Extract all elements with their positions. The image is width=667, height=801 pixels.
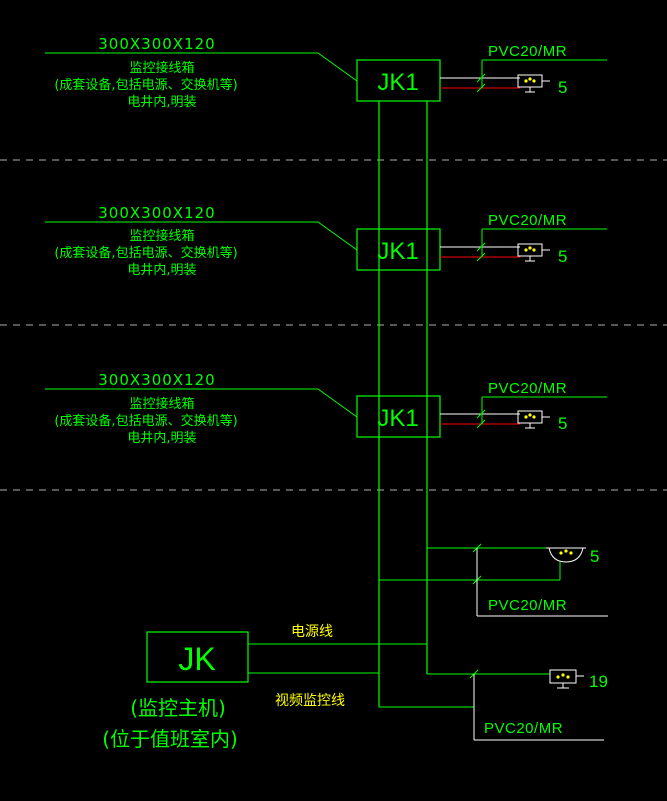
camera-icon xyxy=(517,243,550,262)
floor-unit-2: 300X300X120 监控接线箱 (成套设备,包括电源、交换机等) 电井内,明… xyxy=(45,204,607,278)
box-desc-line: (成套设备,包括电源、交换机等) xyxy=(54,77,237,93)
cable-tick xyxy=(476,409,486,419)
box-desc-line: 监控接线箱 xyxy=(129,396,194,412)
box-desc-line: 电井内,明装 xyxy=(127,94,196,110)
box-spec: 300X300X120 xyxy=(98,371,215,389)
cable-tick xyxy=(476,419,486,429)
host-caption-line1: (监控主机) xyxy=(130,696,226,720)
box-desc-line: 电井内,明装 xyxy=(127,262,196,278)
floor-unit-3: 300X300X120 监控接线箱 (成套设备,包括电源、交换机等) 电井内,明… xyxy=(45,371,607,446)
lower-branch-camera: PVC20/MR 19 xyxy=(379,669,608,741)
video-cable-label: 视频监控线 xyxy=(275,693,345,709)
camera-icon xyxy=(549,669,584,689)
cable-tick xyxy=(476,83,486,93)
floor-unit-1: 300X300X120 监控接线箱 (成套设备,包括电源、交换机等) 电井内,明… xyxy=(45,35,607,110)
host-box-jk[interactable] xyxy=(146,631,249,683)
lower-branch-dome: PVC20/MR 5 xyxy=(379,543,608,617)
box-spec: 300X300X120 xyxy=(98,204,215,222)
cable-tick xyxy=(476,252,486,262)
box-desc-line: 监控接线箱 xyxy=(129,60,194,76)
conduit-label: PVC20/MR xyxy=(488,212,567,229)
junction-box-label: JK1 xyxy=(377,405,418,432)
power-cable-label: 电源线 xyxy=(291,624,333,640)
host-box-label: JK xyxy=(178,641,215,677)
host-caption-line2: (位于值班室内) xyxy=(102,727,238,751)
junction-box-label: JK1 xyxy=(377,238,418,265)
cable-tick xyxy=(476,73,486,83)
junction-box-jk1[interactable] xyxy=(356,59,441,102)
box-desc-line: 监控接线箱 xyxy=(129,228,194,244)
camera-icon xyxy=(517,410,550,429)
conduit-label: PVC20/MR xyxy=(488,43,567,60)
junction-box-jk1[interactable] xyxy=(356,395,441,438)
camera-count: 5 xyxy=(558,78,567,97)
conduit-label: PVC20/MR xyxy=(488,380,567,397)
camera-icon xyxy=(517,74,550,93)
camera-count: 19 xyxy=(589,672,608,691)
camera-count: 5 xyxy=(558,414,567,433)
dome-camera-icon xyxy=(546,547,586,580)
junction-box-jk1[interactable] xyxy=(356,228,441,271)
box-desc-line: (成套设备,包括电源、交换机等) xyxy=(54,245,237,261)
cable-tick xyxy=(476,242,486,252)
box-desc-line: (成套设备,包括电源、交换机等) xyxy=(54,413,237,429)
junction-box-label: JK1 xyxy=(377,69,418,96)
camera-count: 5 xyxy=(590,547,599,566)
risers xyxy=(378,101,428,707)
leader-line xyxy=(317,388,358,418)
leader-line xyxy=(317,52,358,82)
camera-count: 5 xyxy=(558,247,567,266)
box-spec: 300X300X120 xyxy=(98,35,215,53)
box-desc-line: 电井内,明装 xyxy=(127,430,196,446)
monitoring-host: JK (监控主机) (位于值班室内) 电源线 视频监控线 xyxy=(102,624,427,751)
conduit-label: PVC20/MR xyxy=(488,597,567,614)
leader-line xyxy=(317,221,358,251)
conduit-label: PVC20/MR xyxy=(484,720,563,737)
